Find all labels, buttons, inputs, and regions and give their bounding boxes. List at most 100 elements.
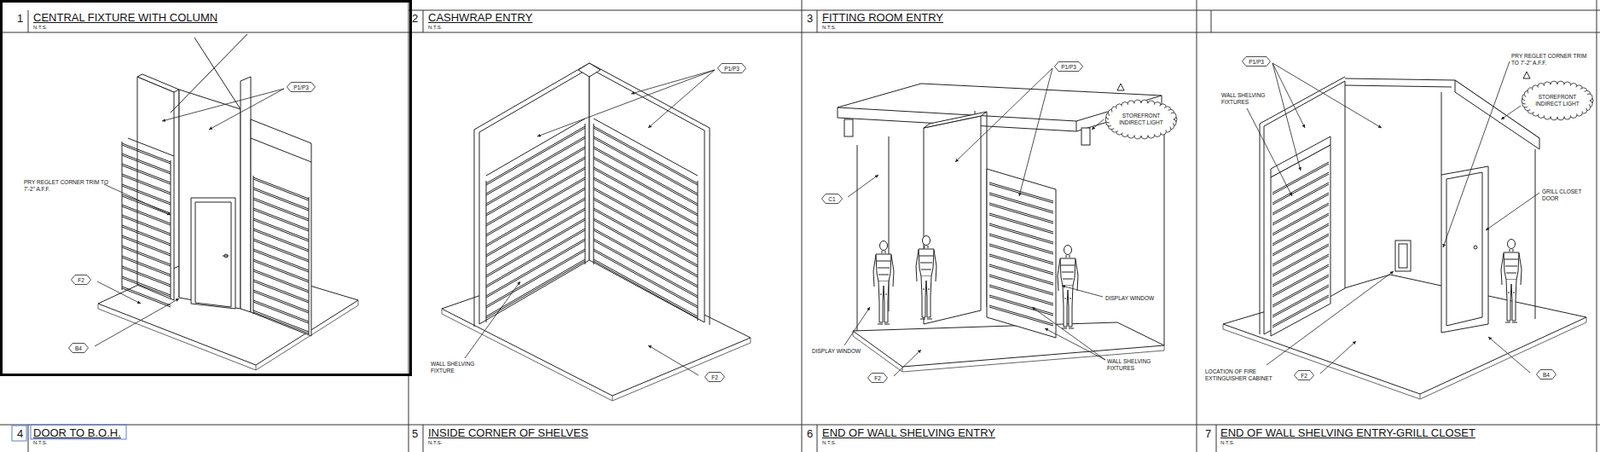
- title-number: 6: [806, 427, 813, 441]
- central-fixture-illustration: [253, 175, 255, 314]
- leader-line: [94, 61, 1540, 377]
- view-title: CASHWRAP ENTRY: [428, 11, 533, 24]
- finish-tag: F2: [1293, 370, 1315, 381]
- fitting-room-illustration: [989, 295, 1054, 316]
- cashwrap-illustration: [585, 123, 586, 265]
- fitting-room-illustration: [989, 243, 1054, 265]
- central-fixture-illustration: [253, 197, 309, 221]
- leader-line: [1031, 307, 1106, 360]
- central-fixture-illustration: [253, 249, 309, 273]
- central-fixture-illustration: [121, 276, 171, 297]
- central-fixture-illustration: [253, 310, 309, 334]
- cashwrap-illustration: [474, 63, 710, 327]
- finish-tag: C1: [821, 193, 843, 204]
- fitting-room-illustration: [989, 264, 1054, 285]
- fitting-room-illustration: [989, 233, 1054, 255]
- scale-note: N.T.S.: [822, 440, 836, 447]
- grill-closet-illustration: [1270, 144, 1331, 337]
- central-fixture-illustration: [121, 255, 171, 277]
- central-fixture-illustration: [253, 218, 309, 242]
- central-fixture-illustration: [253, 259, 309, 283]
- tag-text: F2: [711, 374, 719, 381]
- sheet-grid: [0, 32, 1600, 34]
- central-fixture-illustration: [170, 34, 248, 113]
- tag-hexagon: [287, 82, 316, 93]
- tag-text: F2: [77, 277, 85, 284]
- scale-note: N.T.S.: [33, 24, 47, 31]
- leader-line: [1488, 336, 1531, 373]
- central-fixture-illustration: [250, 138, 312, 163]
- finish-tag: B4: [68, 342, 89, 354]
- sheet-grid: [817, 424, 818, 452]
- central-fixture-illustration: [137, 74, 180, 93]
- fitting-room-illustration: [1057, 245, 1079, 330]
- grill-closet-illustration: [1501, 239, 1522, 324]
- central-fixture-illustration: [121, 163, 171, 185]
- tag-text: B4: [75, 345, 82, 352]
- central-fixture-illustration: [121, 204, 171, 226]
- finish-tag: P1/P3: [1241, 56, 1271, 67]
- fitting-room-illustration: [986, 168, 1056, 338]
- sheet-grid: [817, 10, 818, 33]
- central-fixture-illustration: [255, 365, 257, 371]
- leader-line: [104, 184, 171, 215]
- leader-line: [844, 307, 870, 346]
- cashwrap-illustration: [486, 259, 586, 319]
- leader-line: [648, 345, 699, 376]
- grill-closet-illustration: [1441, 166, 1489, 333]
- cashwrap-illustration: [593, 249, 698, 308]
- tag-hexagon: [1536, 370, 1557, 380]
- central-fixture-illustration: [179, 89, 241, 309]
- leader-line: [208, 88, 285, 130]
- leader-line: [1091, 119, 1104, 130]
- cashwrap-illustration: [578, 63, 601, 77]
- leader-line: [1501, 105, 1521, 120]
- central-fixture-illustration: [195, 202, 232, 308]
- title-number: 1: [17, 11, 24, 25]
- title-number: 5: [411, 427, 418, 441]
- tag-hexagon: [69, 343, 89, 354]
- scale-note: N.T.S.: [822, 24, 836, 31]
- view-title: INSIDE CORNER OF SHELVES: [428, 426, 589, 440]
- central-fixture-illustration: [121, 245, 171, 267]
- fitting-room-illustration: [1117, 83, 1125, 91]
- tag-hexagon: [1294, 371, 1315, 381]
- sheet-grid: [1216, 424, 1218, 452]
- central-fixture-illustration: [98, 34, 359, 371]
- grill-closet-illustration: [1455, 80, 1540, 150]
- fitting-room-illustration: [989, 182, 1054, 203]
- central-fixture-illustration: [250, 119, 312, 337]
- central-fixture-illustration: [98, 300, 359, 371]
- fitting-room-illustration: [1164, 105, 1166, 346]
- sheet-grid: [0, 424, 1600, 426]
- scale-note: N.T.S.: [33, 440, 47, 447]
- tag-hexagon: [705, 372, 725, 383]
- central-fixture-illustration: [253, 208, 309, 232]
- fitting-room-illustration: [873, 241, 894, 325]
- callout-note: WALL SHELVING FIXTURES: [1221, 92, 1270, 106]
- fitting-room-illustration: [989, 274, 1054, 296]
- grill-closet-illustration: [1398, 243, 1408, 268]
- sheet-grid: [1, 1, 412, 376]
- grill-closet-illustration: [1395, 240, 1411, 272]
- central-fixture-illustration: [253, 228, 309, 252]
- fitting-room-illustration: [844, 119, 853, 137]
- fitting-room-illustration: [923, 115, 981, 325]
- cashwrap-illustration: [612, 395, 614, 401]
- leader-line: [648, 69, 715, 128]
- central-fixture-illustration: [194, 37, 241, 110]
- view-title: CENTRAL FIXTURE WITH COLUMN: [33, 11, 218, 24]
- cloud-fill: [1524, 84, 1590, 117]
- sheet-grid: [408, 10, 1600, 12]
- central-fixture-illustration: [121, 184, 171, 205]
- callout-note: LOCATION OF FIRE EXTINGUISHER CABINET: [1205, 368, 1282, 383]
- leader-line: [97, 281, 141, 304]
- cloud-fill: [1108, 103, 1174, 136]
- central-fixture-illustration: [121, 143, 171, 164]
- leader-line: [1443, 61, 1510, 248]
- cashwrap-illustration: [589, 68, 705, 323]
- leader-line: [1061, 285, 1103, 297]
- grill-closet-illustration: [1446, 172, 1483, 326]
- callout-note: DISPLAY WINDOW: [811, 347, 861, 355]
